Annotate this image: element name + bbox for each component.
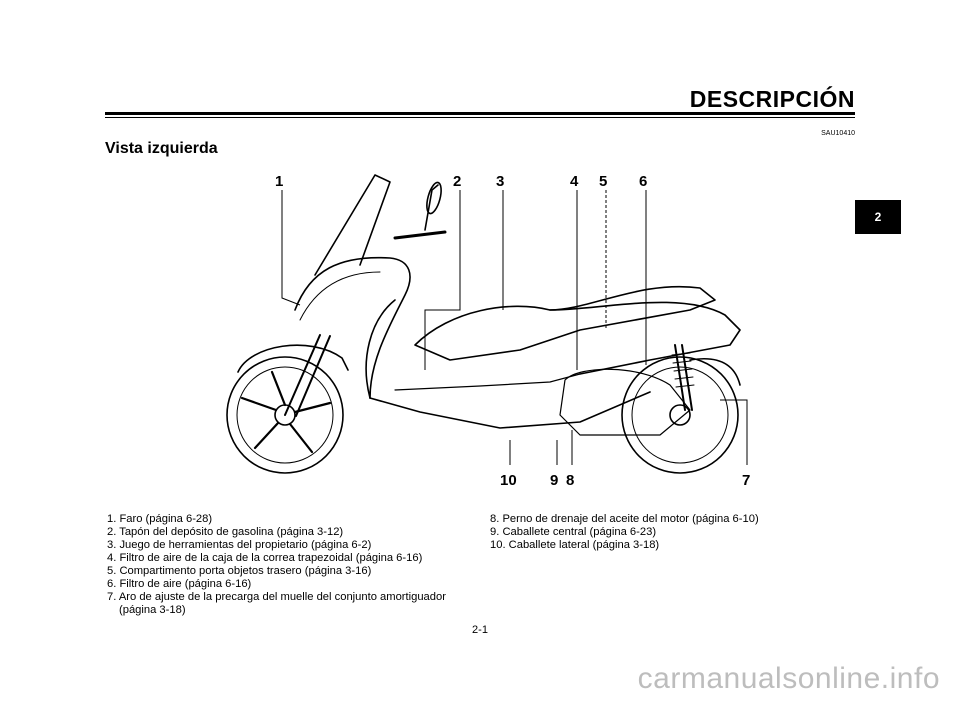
legend-item-7-continuation: (página 3-18) (119, 604, 186, 616)
title-rule (105, 112, 855, 115)
legend-item-7: 7. Aro de ajuste de la precarga del muel… (107, 591, 446, 603)
watermark: carmanualsonline.info (637, 662, 940, 695)
chapter-title: DESCRIPCIÓN (689, 86, 855, 112)
callout-4: 4 (570, 173, 579, 190)
legend-right: 8. Perno de drenaje del aceite del motor… (490, 513, 820, 552)
callout-2: 2 (453, 173, 461, 190)
legend-item-9: 9. Caballete central (página 6-23) (490, 526, 657, 538)
callout-6: 6 (639, 173, 647, 190)
page-number: 2-1 (472, 624, 488, 636)
scooter-illustration: 1 2 3 4 5 6 10 9 8 7 (226, 173, 750, 489)
callout-5: 5 (599, 173, 607, 190)
legend-item-10: 10. Caballete lateral (página 3-18) (490, 539, 660, 551)
legend-item-5: 5. Compartimento porta objetos trasero (… (107, 565, 372, 577)
section-title: Vista izquierda (105, 140, 218, 157)
title-rule-thin (105, 117, 855, 118)
legend-item-8: 8. Perno de drenaje del aceite del motor… (490, 513, 759, 525)
rear-wheel (621, 356, 739, 474)
chapter-tab[interactable]: 2 (855, 200, 901, 234)
legend-item-6: 6. Filtro de aire (página 6-16) (107, 578, 252, 590)
legend-item-4: 4. Filtro de aire de la caja de la corre… (107, 552, 423, 564)
callout-1: 1 (275, 173, 283, 190)
reference-code: SAU10410 (821, 130, 855, 137)
callout-7: 7 (742, 472, 750, 489)
legend-item-1: 1. Faro (página 6-28) (107, 513, 213, 525)
callout-8: 8 (566, 472, 574, 489)
callout-10: 10 (500, 472, 517, 489)
legend-item-2: 2. Tapón del depósito de gasolina (págin… (107, 526, 344, 538)
callout-3: 3 (496, 173, 504, 190)
callout-9: 9 (550, 472, 558, 489)
front-wheel (226, 356, 344, 474)
legend-left: 1. Faro (página 6-28) 2. Tapón del depós… (107, 513, 477, 617)
legend-item-3: 3. Juego de herramientas del propietario… (107, 539, 372, 551)
